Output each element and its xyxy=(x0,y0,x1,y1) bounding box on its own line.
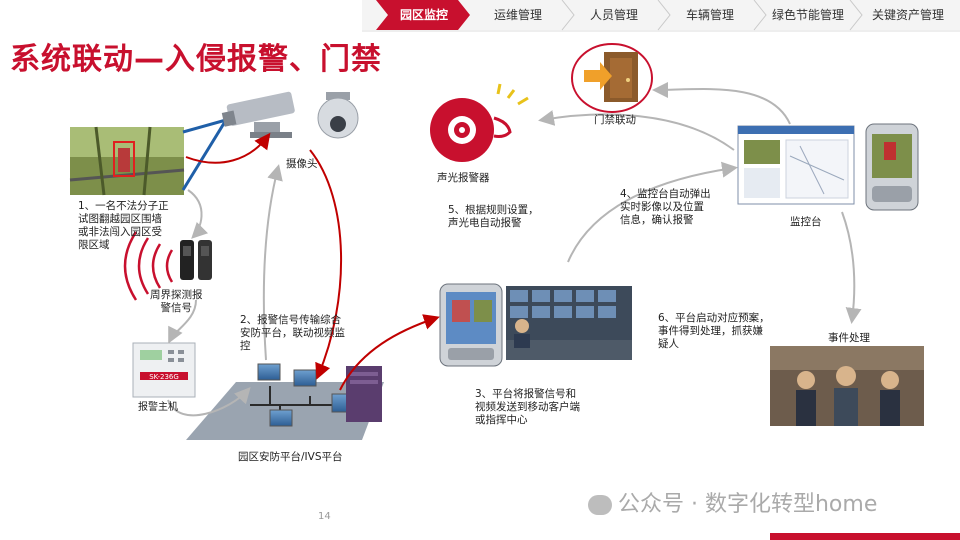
step-4-text: 4、监控台自动弹出 实时影像以及位置 信息，确认报警 xyxy=(620,188,711,226)
door-linkage-icon xyxy=(571,43,653,113)
step-5-text: 5、根据规则设置， 声光电自动报警 xyxy=(448,204,539,229)
arrest-photo xyxy=(770,346,924,426)
monitor-desk-label: 监控台 xyxy=(790,216,822,228)
intruder-photo xyxy=(69,126,185,196)
step-6-text: 6、平台启动对应预案， 事件得到处理，抓获嫌 疑人 xyxy=(658,312,770,350)
tab-assets[interactable]: 关键资产管理 xyxy=(871,8,944,22)
step-2-text: 2、报警信号传输综合 安防平台，联动视频监 控 xyxy=(240,314,345,352)
platform-network-icon xyxy=(186,363,384,440)
monitor-screen-image xyxy=(737,125,855,205)
alarm-host-label: 报警主机 xyxy=(138,402,178,413)
sound-light-alarm-icon xyxy=(430,83,529,162)
tab-ops[interactable]: 运维管理 xyxy=(493,8,542,22)
wechat-icon xyxy=(588,495,612,515)
page-title: 系统联动—入侵报警、门禁 xyxy=(10,42,382,77)
perimeter-signal-label: 周界探测报 警信号 xyxy=(150,289,203,314)
platform-label: 园区安防平台/IVS平台 xyxy=(238,451,343,463)
step-3-text: 3、平台将报警信号和 视频发送到移动客户端 或指挥中心 xyxy=(475,388,580,426)
camera-icon xyxy=(181,91,295,191)
perimeter-detector-icon xyxy=(123,231,212,301)
camera-label: 摄像头 xyxy=(286,158,318,170)
alarm-host-model: SK-236G xyxy=(149,373,179,381)
command-center-image xyxy=(506,286,632,360)
top-nav: 园区监控 运维管理 人员管理 车辆管理 绿色节能管理 关键资产管理 xyxy=(362,0,960,32)
tab-personnel[interactable]: 人员管理 xyxy=(589,8,638,22)
page-number: 14 xyxy=(318,511,331,522)
mobile-client-icon xyxy=(439,283,503,367)
step-1-text: 1、一名不法分子正 试图翻越园区围墙 或非法闯入园区受 限区域 xyxy=(78,200,169,251)
event-handling-label: 事件处理 xyxy=(828,332,870,344)
sound-light-label: 声光报警器 xyxy=(437,172,490,184)
dome-camera-icon xyxy=(317,92,359,139)
tab-energy[interactable]: 绿色节能管理 xyxy=(771,8,844,22)
footer-accent-bar xyxy=(770,533,960,540)
door-linkage-label: 门禁联动 xyxy=(594,114,636,126)
nav-background xyxy=(362,0,960,32)
watermark-text: 公众号 · 数字化转型home xyxy=(618,492,878,517)
tab-vehicle[interactable]: 车辆管理 xyxy=(685,8,734,22)
alarm-host-icon xyxy=(132,342,196,398)
tab-park-monitor[interactable]: 园区监控 xyxy=(399,8,448,22)
red-arrows xyxy=(185,132,440,391)
pda-icon xyxy=(865,123,919,211)
gray-arrows xyxy=(167,81,862,417)
watermark: 公众号 · 数字化转型home xyxy=(588,486,877,518)
